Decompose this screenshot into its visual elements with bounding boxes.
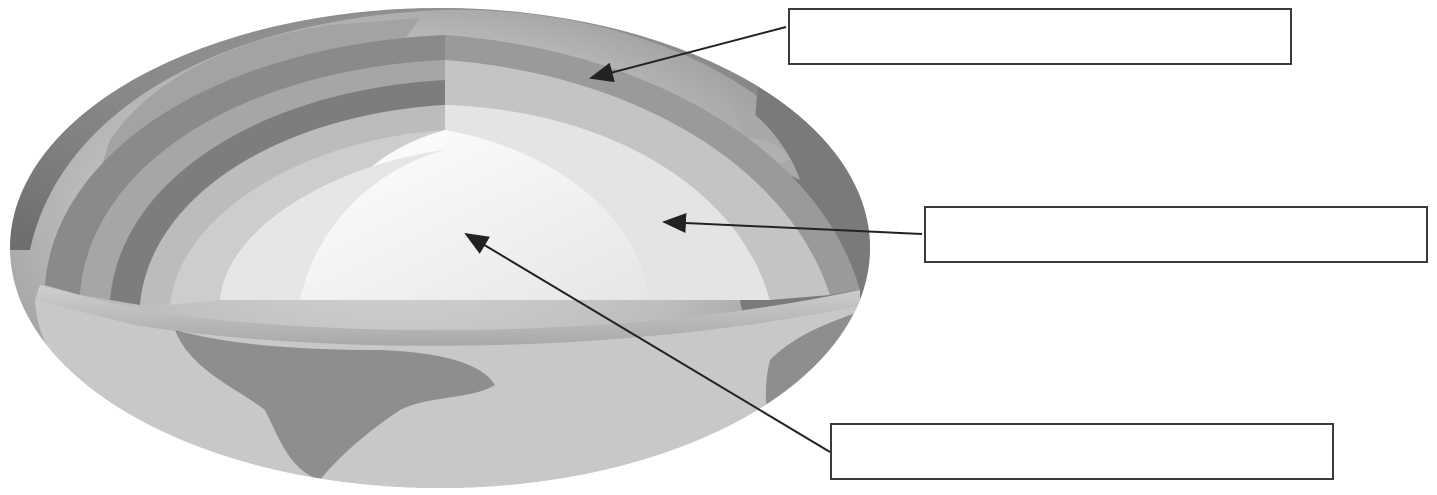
label-box-outer-core[interactable] <box>924 206 1428 263</box>
mantle-band-2 <box>110 80 445 305</box>
inner-core-shade <box>220 150 445 300</box>
mantle-right <box>445 60 830 300</box>
label-box-crust[interactable] <box>788 8 1292 65</box>
arrow-to-inner-core <box>464 232 831 453</box>
landmass-south-america <box>175 330 495 480</box>
arrow-to-outer-core <box>662 213 923 235</box>
arrow-to-crust <box>589 26 787 83</box>
crust-layer-left <box>45 35 445 295</box>
outer-core-right <box>445 105 770 300</box>
mantle-band-1 <box>80 60 445 300</box>
cut-floor <box>35 285 860 346</box>
crust-layer-right <box>445 35 860 295</box>
label-box-inner-core[interactable] <box>830 423 1334 480</box>
mantle-band-3 <box>140 105 445 305</box>
